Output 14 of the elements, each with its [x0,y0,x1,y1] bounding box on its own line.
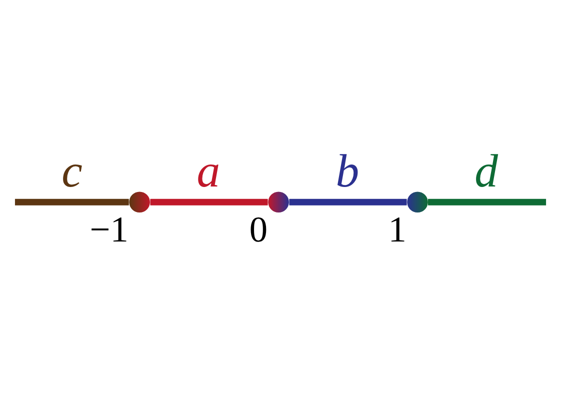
node-circle [129,191,150,212]
edge-label: c [62,144,82,197]
edge-label: a [196,144,220,197]
node-label: −1 [90,209,128,250]
node-label: 1 [388,209,406,250]
connector [289,198,407,205]
connector [14,198,129,205]
connector [150,198,268,205]
edge-label: b [336,144,360,197]
connector [428,198,546,205]
node-circle [407,191,428,212]
node-label: 0 [249,209,268,250]
node-circle [268,191,289,212]
edge-label: d [474,144,498,197]
